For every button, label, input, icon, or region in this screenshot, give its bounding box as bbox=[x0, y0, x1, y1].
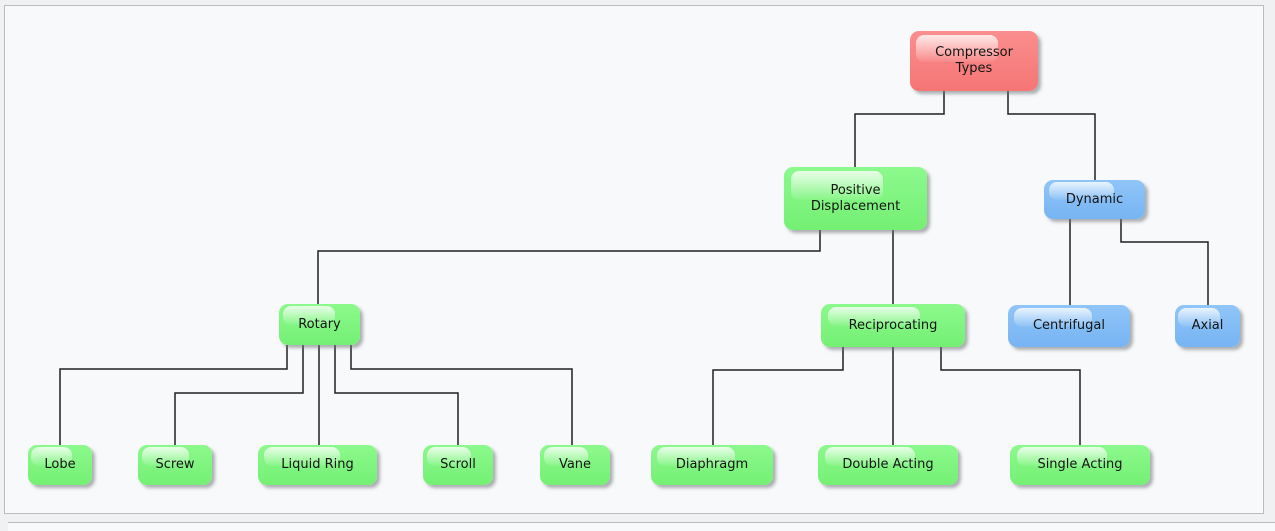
node-liquid-ring: Liquid Ring bbox=[258, 445, 377, 485]
next-section-panel-edge bbox=[8, 522, 1275, 531]
node-label-dynamic: Dynamic bbox=[1065, 191, 1124, 207]
node-scroll: Scroll bbox=[423, 445, 493, 485]
edge-reciprocating-diaphragm bbox=[712, 347, 844, 445]
node-label-positive-displacement: Positive Displacement bbox=[810, 182, 901, 214]
node-dynamic: Dynamic bbox=[1044, 180, 1145, 219]
node-centrifugal: Centrifugal bbox=[1008, 305, 1130, 347]
node-label-compressor-types: Compressor Types bbox=[935, 45, 1013, 76]
node-lobe: Lobe bbox=[28, 445, 92, 485]
diagram-panel bbox=[4, 5, 1264, 514]
node-vane: Vane bbox=[540, 445, 610, 485]
edge-compressor-types-positive-displacement bbox=[854, 91, 945, 167]
node-label-vane: Vane bbox=[558, 457, 592, 473]
edge-dynamic-axial bbox=[1120, 219, 1209, 305]
node-diaphragm: Diaphragm bbox=[651, 445, 773, 485]
node-label-centrifugal: Centrifugal bbox=[1032, 318, 1105, 334]
node-label-single-acting: Single Acting bbox=[1037, 457, 1123, 473]
edge-rotary-vane bbox=[350, 345, 573, 445]
node-screw: Screw bbox=[138, 445, 212, 485]
node-label-scroll: Scroll bbox=[440, 457, 476, 473]
node-label-rotary: Rotary bbox=[298, 316, 341, 332]
edge-reciprocating-single-acting bbox=[940, 347, 1081, 445]
edge-rotary-lobe bbox=[59, 345, 288, 445]
node-axial: Axial bbox=[1175, 305, 1240, 347]
node-rotary: Rotary bbox=[279, 304, 360, 345]
node-reciprocating: Reciprocating bbox=[821, 304, 965, 347]
edge-rotary-scroll bbox=[334, 345, 459, 445]
edge-positive-displacement-rotary bbox=[317, 230, 821, 304]
node-compressor-types: Compressor Types bbox=[910, 31, 1038, 91]
edge-compressor-types-dynamic bbox=[1007, 91, 1096, 180]
node-label-double-acting: Double Acting bbox=[842, 457, 934, 473]
node-label-screw: Screw bbox=[155, 457, 195, 473]
node-double-acting: Double Acting bbox=[818, 445, 958, 485]
edge-rotary-screw bbox=[174, 345, 304, 445]
node-label-lobe: Lobe bbox=[44, 457, 76, 473]
node-single-acting: Single Acting bbox=[1010, 445, 1150, 485]
node-label-reciprocating: Reciprocating bbox=[848, 317, 938, 333]
node-label-liquid-ring: Liquid Ring bbox=[281, 457, 354, 473]
node-label-axial: Axial bbox=[1191, 318, 1224, 334]
node-label-diaphragm: Diaphragm bbox=[675, 457, 749, 473]
node-positive-displacement: Positive Displacement bbox=[784, 167, 927, 230]
